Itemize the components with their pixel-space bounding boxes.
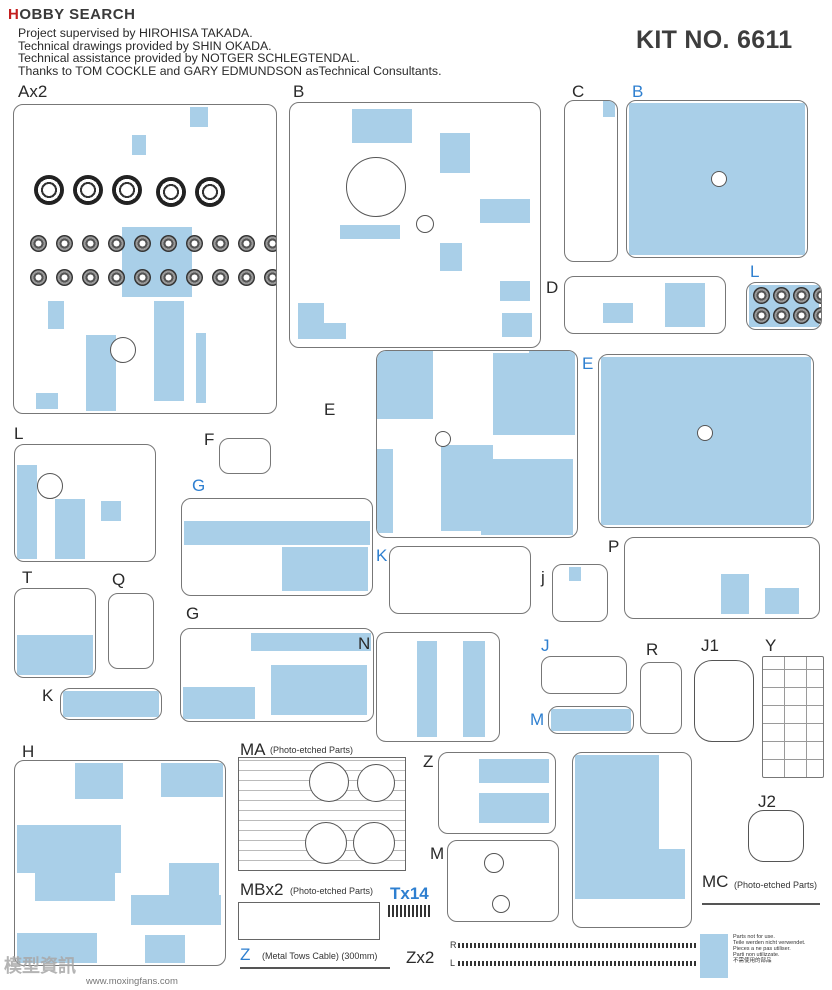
sprue-l-frame [14, 444, 156, 562]
track-run-l [458, 961, 696, 966]
photo-etched-mbx2 [238, 902, 380, 940]
hobby-search-logo: HOBBY SEARCH [8, 6, 136, 23]
legend-line: Parts not for use. [733, 934, 775, 940]
sprue-label-z-cable: Z [240, 945, 251, 964]
legend-line: Parti non utilizzate. [733, 952, 780, 958]
sprue-label-d: D [546, 278, 559, 297]
sprue-b-frame [289, 102, 541, 348]
sprocket-icon [34, 175, 64, 205]
sprue-label-y: Y [765, 636, 777, 655]
watermark-text: 模型資訊 [4, 956, 76, 976]
sprue-label-g: G [186, 604, 200, 623]
credit-line: Thanks to TOM COCKLE and GARY EDMUNDSON … [18, 63, 442, 78]
sprue-n-frame [376, 632, 500, 742]
sprue-label-c: C [572, 82, 585, 101]
legend-line: 不需使用的部品 [733, 958, 772, 964]
sprue-e-frame [376, 350, 578, 538]
sprue-right-blue-frame [572, 752, 692, 928]
sprue-label-e-right: E [582, 354, 594, 373]
sprue-mbx2-sublabel: (Photo-etched Parts) [290, 886, 374, 896]
legend-swatch [700, 934, 728, 978]
sprue-label-j-small: j [541, 568, 545, 587]
sprocket-icon [73, 175, 103, 205]
sprue-label-zx2: Zx2 [406, 948, 435, 967]
sprue-d-frame [564, 276, 726, 334]
parts-not-for-use-legend: Parts not for use. Teile werden nicht ve… [700, 934, 824, 978]
sprue-h-frame [14, 760, 226, 966]
sprue-label-mbx2: MBx2 [240, 880, 284, 899]
sprue-label-tx14: Tx14 [390, 884, 429, 903]
credit-line: Technical drawings provided by SHIN OKAD… [18, 38, 272, 53]
sprue-label-a: Ax2 [18, 82, 48, 101]
turret-part-j2 [748, 810, 804, 862]
sprue-label-mc: MC [702, 872, 729, 891]
sprue-t-frame [14, 588, 96, 678]
sprue-label-r: R [646, 640, 659, 659]
sprue-label-f: F [204, 430, 215, 449]
sprue-z-cable-sublabel: (Metal Tows Cable) (300mm) [262, 951, 378, 961]
sprue-label-k-blue: K [376, 546, 388, 565]
sprue-ma-sublabel: (Photo-etched Parts) [270, 745, 354, 755]
idler-icon [156, 177, 186, 207]
sprue-label-ma: MA [240, 740, 266, 759]
photo-etched-mc-strip [702, 903, 820, 905]
turret-part-j1 [694, 660, 754, 742]
track-label-r: R [450, 940, 457, 950]
sprue-mc-sublabel: (Photo-etched Parts) [734, 880, 818, 890]
sprue-label-j1: J1 [701, 636, 719, 655]
sprue-label-g-blue: G [192, 476, 206, 495]
sprocket-icon [112, 175, 142, 205]
credits-block: Project supervised by HIROHISA TAKADA. T… [18, 27, 442, 77]
sprue-j-small-frame [552, 564, 608, 622]
sprue-label-h: H [22, 742, 35, 761]
sprue-label-p: P [608, 537, 620, 556]
sprue-p-frame [624, 537, 820, 619]
sprue-m-frame [447, 840, 559, 922]
sprue-label-j-blue: J [541, 636, 550, 655]
sprue-m-blue-frame [548, 706, 634, 734]
sprue-k-blue-frame [389, 546, 531, 614]
tow-cable [240, 967, 390, 969]
sprue-l-right-frame [746, 282, 822, 330]
sprue-f-frame [219, 438, 271, 474]
sprue-e-right-frame [598, 354, 814, 528]
credit-line: Project supervised by HIROHISA TAKADA. [18, 26, 253, 40]
kit-number: KIT NO. 6611 [636, 26, 793, 54]
sprue-label-z: Z [423, 752, 434, 771]
legend-line: Teile werden nicht verwendet. [733, 940, 806, 946]
sprue-label-b-right: B [632, 82, 644, 101]
sprue-g-frame [180, 628, 374, 722]
sprue-k-frame [60, 688, 162, 720]
photo-etched-ma [238, 757, 406, 871]
sprue-label-j2: J2 [758, 792, 776, 811]
sprue-g-blue-frame [181, 498, 373, 596]
sprue-label-m: M [430, 844, 445, 863]
sprue-label-l-right: L [750, 262, 760, 281]
sprue-y-frame [762, 656, 824, 778]
sprue-r-frame [640, 662, 682, 734]
track-label-l: L [450, 958, 456, 968]
sprue-z-frame [438, 752, 556, 834]
credit-line: Technical assistance provided by NOTGER … [18, 51, 360, 65]
track-run-r [458, 943, 696, 948]
sprue-label-q: Q [112, 570, 126, 589]
sprue-label-l: L [14, 424, 24, 443]
legend-line: Pieces a ne pas utiliser. [733, 946, 791, 952]
watermark-url: www.moxingfans.com [86, 976, 178, 987]
sprue-c-frame [564, 100, 618, 262]
sprue-q-frame [108, 593, 154, 669]
sprue-j-blue-frame [541, 656, 627, 694]
idler-icon [195, 177, 225, 207]
sprue-label-m-blue: M [530, 710, 545, 729]
track-link-tx14 [388, 905, 432, 917]
sprue-a-frame [13, 104, 277, 414]
sprue-label-t: T [22, 568, 33, 587]
sprue-label-e: E [324, 400, 336, 419]
sprue-label-k: K [42, 686, 54, 705]
sprue-label-n: N [358, 634, 371, 653]
sprue-label-b: B [293, 82, 305, 101]
sprue-b-right-frame [626, 100, 808, 258]
